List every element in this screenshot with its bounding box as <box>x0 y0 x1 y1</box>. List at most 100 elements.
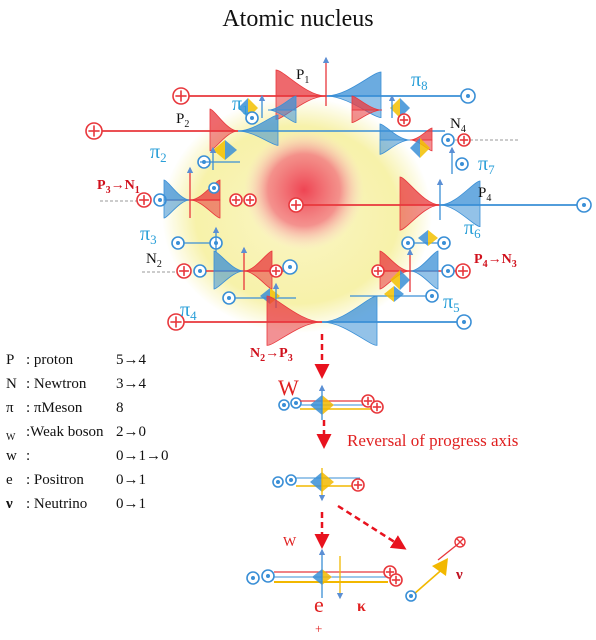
legend-row: π : πMeson 8 <box>6 396 169 420</box>
wave-lobe <box>163 199 191 219</box>
legend-row: ν : Neutrino 0→1 <box>6 492 169 516</box>
wave-diamond <box>384 286 394 302</box>
label-pi3: π3 <box>140 223 157 247</box>
wave-lobe <box>409 250 439 272</box>
wave-lobe <box>321 295 378 323</box>
wave-lobe <box>243 270 273 290</box>
diagram-title: Atomic nucleus <box>222 6 374 32</box>
label-pi1: π1 <box>232 93 249 117</box>
wave-lobe <box>379 123 411 141</box>
wave-diamond <box>420 138 430 158</box>
wave-diamond <box>322 395 334 415</box>
wave-lobe <box>243 250 273 272</box>
wave-lobe <box>163 179 191 201</box>
wave-lobe <box>351 109 383 124</box>
label-positron: e <box>314 592 324 617</box>
wave-lobe <box>209 108 239 132</box>
wave-diamond <box>390 98 400 118</box>
legend-subscript: W <box>6 432 16 443</box>
legend-row: P : proton 5→4 <box>6 348 169 372</box>
wave-lobe <box>189 199 221 219</box>
label-positron-plus: + <box>315 621 322 636</box>
label-p2: P2 <box>176 111 189 130</box>
legend-row: e : Positron 0→1 <box>6 468 169 492</box>
wave-lobe <box>213 270 245 290</box>
label-pi6: π6 <box>464 217 481 241</box>
label-neutrino: ν <box>455 567 463 583</box>
wave-lobe <box>379 139 411 155</box>
label-n2-to-p3: N2→P3 <box>250 346 293 364</box>
wave-lobe <box>321 321 378 346</box>
wave-lobe <box>409 127 433 141</box>
wave-lobe <box>409 270 439 290</box>
label-reversal: Reversal of progress axis <box>347 431 518 450</box>
label-p4-to-n3: P4→N3 <box>474 252 517 270</box>
wave-diamond <box>428 230 438 246</box>
wave-diamond <box>225 140 237 160</box>
label-n2: N2 <box>146 251 162 270</box>
legend-value: 5→4 <box>116 352 146 368</box>
legend-value: 0→1 <box>116 472 146 488</box>
wave-diamond <box>213 140 225 160</box>
wave-diamond <box>322 569 332 585</box>
wave-diamond <box>322 472 334 492</box>
legend-value: 3→4 <box>116 376 146 392</box>
wave-diamond <box>394 286 404 302</box>
arrow-to-neutrino <box>337 504 407 550</box>
label-p3-to-n1: P3→N1 <box>97 178 140 196</box>
wave-lobe <box>351 95 383 111</box>
label-w-small: W <box>283 535 297 550</box>
label-weak-boson: W <box>278 375 299 400</box>
legend-symbol: N <box>6 376 17 392</box>
label-pi2: π2 <box>150 141 167 165</box>
label-n4: N4 <box>450 116 466 135</box>
legend-symbol: π <box>6 400 14 416</box>
neutrino-diamond <box>432 558 448 576</box>
wave-lobe <box>267 95 297 111</box>
legend-name: : Neutrino <box>26 496 88 512</box>
legend-name: : <box>26 448 31 464</box>
wave-diamond <box>400 98 410 118</box>
wave-lobe <box>266 295 323 323</box>
legend-value: 0→1 <box>116 496 146 512</box>
legend-value: 2→0 <box>116 424 146 440</box>
legend-symbol: e <box>6 472 13 488</box>
label-pi4: π4 <box>180 299 197 323</box>
legend-symbol: P <box>6 352 15 368</box>
wave-lobe <box>399 204 441 231</box>
label-p4: P4 <box>478 185 491 204</box>
wave-diamond <box>238 98 248 118</box>
legend-name: : πMeson <box>26 400 83 416</box>
wave-lobe <box>237 114 279 132</box>
wave-diamond <box>310 472 322 492</box>
wave-lobe <box>439 204 481 228</box>
wave-lobe <box>325 71 382 97</box>
wave-diamond <box>400 270 410 290</box>
wave-diamond <box>410 138 420 158</box>
label-pi5: π5 <box>443 291 460 315</box>
wave-diamond <box>310 395 322 415</box>
wave-lobe <box>439 180 481 206</box>
label-p1: P1 <box>296 67 309 86</box>
wave-lobe <box>237 130 279 146</box>
wave-lobe <box>399 176 441 206</box>
legend-value: 0→1→0 <box>116 448 169 464</box>
label-pi7: π7 <box>478 153 495 177</box>
legend-symbol: ν <box>6 496 13 512</box>
legend-symbol: w <box>6 448 17 464</box>
wave-diamond <box>390 270 400 290</box>
label-kappa: κ <box>357 598 366 615</box>
legend-name: : Positron <box>26 472 84 488</box>
wave-lobe <box>275 69 327 97</box>
legend-symbol: W <box>6 420 26 450</box>
wave-lobe <box>213 250 245 272</box>
wave-diamond <box>418 230 428 246</box>
wave-lobe <box>266 321 323 346</box>
nucleus-core <box>244 130 364 250</box>
legend-value: 8 <box>116 400 124 416</box>
wave-lobe <box>267 109 297 124</box>
legend-name: : proton <box>26 352 74 368</box>
